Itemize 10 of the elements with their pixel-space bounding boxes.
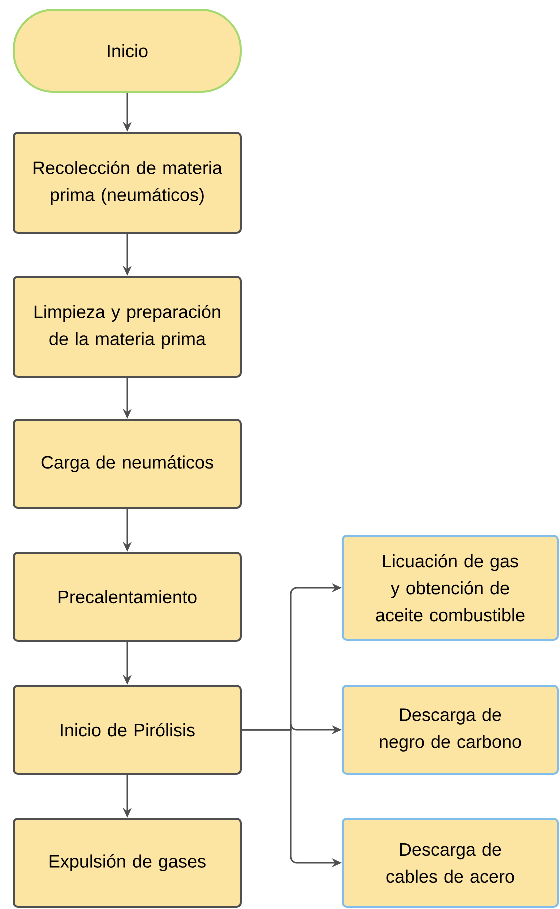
output-box: Licuación de gas y obtención de aceite combustible xyxy=(342,535,559,641)
process-box: Inicio de Pirólisis xyxy=(13,685,242,775)
start-terminal: Inicio xyxy=(13,9,242,93)
output-box: Descarga de negro de carbono xyxy=(342,685,559,775)
process-box: Limpieza y preparación de la materia prima xyxy=(13,276,242,378)
process-box: Carga de neumáticos xyxy=(13,419,242,509)
process-box: Precalentamiento xyxy=(13,552,242,642)
output-box: Descarga de cables de acero xyxy=(342,818,559,908)
process-box: Expulsión de gases xyxy=(13,818,242,908)
process-box: Recolección de materia prima (neumáticos) xyxy=(13,132,242,234)
